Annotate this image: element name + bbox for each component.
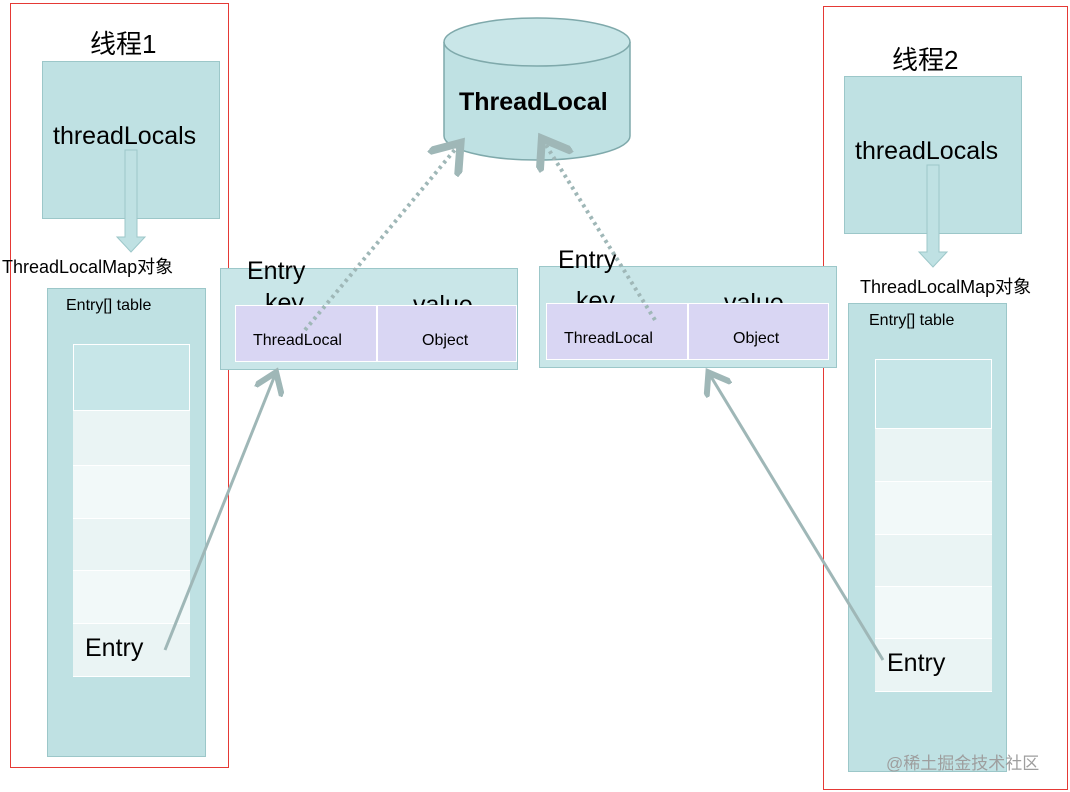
table-row bbox=[875, 482, 992, 535]
entry-right-key-cell: ThreadLocal bbox=[546, 303, 688, 360]
table-row bbox=[875, 429, 992, 482]
thread1-map-label: ThreadLocalMap对象 bbox=[2, 257, 174, 277]
thread1-title: 线程1 bbox=[90, 29, 157, 59]
right-key-weak-ref-arrow bbox=[544, 142, 657, 322]
entry-right-value-cell: Object bbox=[688, 303, 829, 360]
watermark: @稀土掘金技术社区 bbox=[886, 754, 1040, 773]
table-row bbox=[73, 571, 190, 624]
thread2-title: 线程2 bbox=[892, 45, 959, 75]
entry1-to-left-entry-arrow bbox=[163, 375, 275, 651]
thread1-entry-label: Entry bbox=[85, 634, 144, 662]
entry-left-key-cell: ThreadLocal bbox=[235, 305, 377, 362]
thread1-threadlocals-label: threadLocals bbox=[53, 122, 197, 150]
table-row bbox=[73, 411, 190, 466]
entry2-to-right-entry-arrow bbox=[710, 375, 885, 661]
table-row bbox=[73, 519, 190, 571]
thread1-frame bbox=[10, 3, 229, 768]
thread1-table: Entry[] table Entry bbox=[47, 288, 206, 757]
entry-left-key-text: ThreadLocal bbox=[253, 332, 342, 349]
thread2-table: Entry[] table Entry bbox=[848, 303, 1007, 772]
entry-left-value-cell: Object bbox=[377, 305, 517, 362]
left-key-weak-ref-arrow bbox=[303, 146, 458, 332]
entry-right-title: Entry bbox=[558, 246, 617, 274]
table-row bbox=[73, 344, 190, 411]
thread2-map-label: ThreadLocalMap对象 bbox=[860, 277, 1032, 297]
table-row bbox=[73, 466, 190, 519]
thread1-table-label: Entry[] table bbox=[66, 297, 152, 314]
threadlocal-cylinder bbox=[443, 17, 631, 161]
thread1-down-arrow bbox=[115, 149, 147, 253]
table-row bbox=[875, 359, 992, 429]
thread2-entry-label: Entry bbox=[887, 649, 946, 677]
threadlocal-title: ThreadLocal bbox=[459, 88, 608, 116]
table-row bbox=[875, 587, 992, 639]
entry-right-key-text: ThreadLocal bbox=[564, 330, 653, 347]
entry-left-value-text: Object bbox=[422, 332, 469, 349]
thread2-table-label: Entry[] table bbox=[869, 312, 955, 329]
entry-left-title: Entry bbox=[247, 257, 306, 285]
table-row-entry: Entry bbox=[875, 639, 992, 692]
thread2-down-arrow bbox=[917, 164, 949, 268]
table-row bbox=[875, 535, 992, 587]
entry-right-value-text: Object bbox=[733, 330, 780, 347]
thread2-frame bbox=[823, 6, 1068, 790]
thread2-threadlocals-label: threadLocals bbox=[855, 137, 999, 165]
